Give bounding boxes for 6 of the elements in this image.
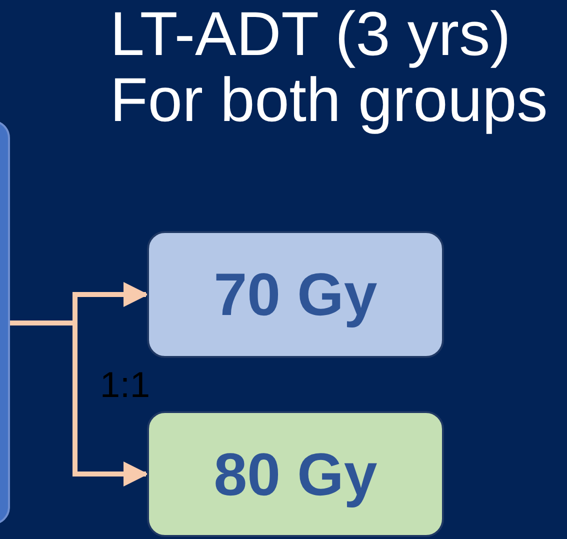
title: LT-ADT (3 yrs) For both groups bbox=[110, 2, 549, 134]
arm-box bbox=[147, 411, 444, 537]
ratio-label: 1:1 bbox=[100, 364, 150, 406]
dose-text: 80 Gy bbox=[214, 440, 378, 508]
dose-text: 70 Gy bbox=[214, 260, 378, 329]
arm-box bbox=[147, 231, 444, 358]
